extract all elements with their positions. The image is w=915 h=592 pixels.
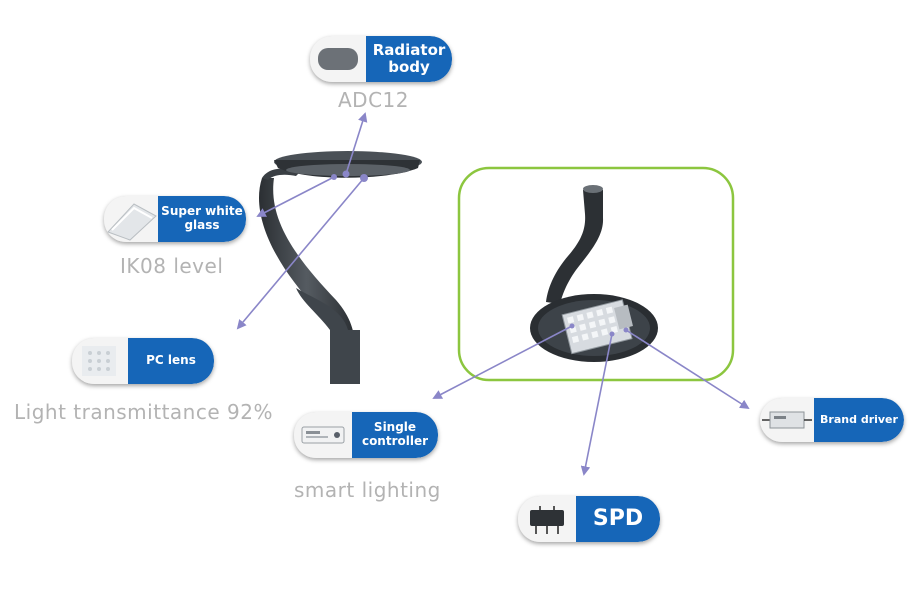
radiator-body-label: Radiator body	[310, 36, 452, 82]
brand-driver-label: Brand driver	[760, 398, 904, 442]
spd-icon	[518, 496, 576, 542]
glass-caption: IK08 level	[120, 254, 224, 278]
radiator-caption: ADC12	[338, 88, 409, 112]
lens-icon	[72, 338, 128, 384]
controller-caption: smart lighting	[294, 478, 441, 502]
detail-frame	[457, 166, 735, 382]
street-lamp-bottom-view	[530, 185, 658, 362]
callout-arrows	[236, 112, 750, 476]
spd-label: SPD	[518, 496, 660, 542]
radiator-icon	[310, 36, 366, 82]
controller-icon	[294, 412, 352, 458]
pc-lens-caption: Light transmittance 92%	[14, 400, 273, 424]
single-controller-label: Single controller	[294, 412, 438, 458]
glass-icon	[104, 196, 158, 242]
pc-lens-label: PC lens	[72, 338, 214, 384]
super-white-glass-label: Super white glass	[104, 196, 246, 242]
street-lamp-side-view	[258, 151, 422, 384]
driver-icon	[760, 398, 814, 442]
